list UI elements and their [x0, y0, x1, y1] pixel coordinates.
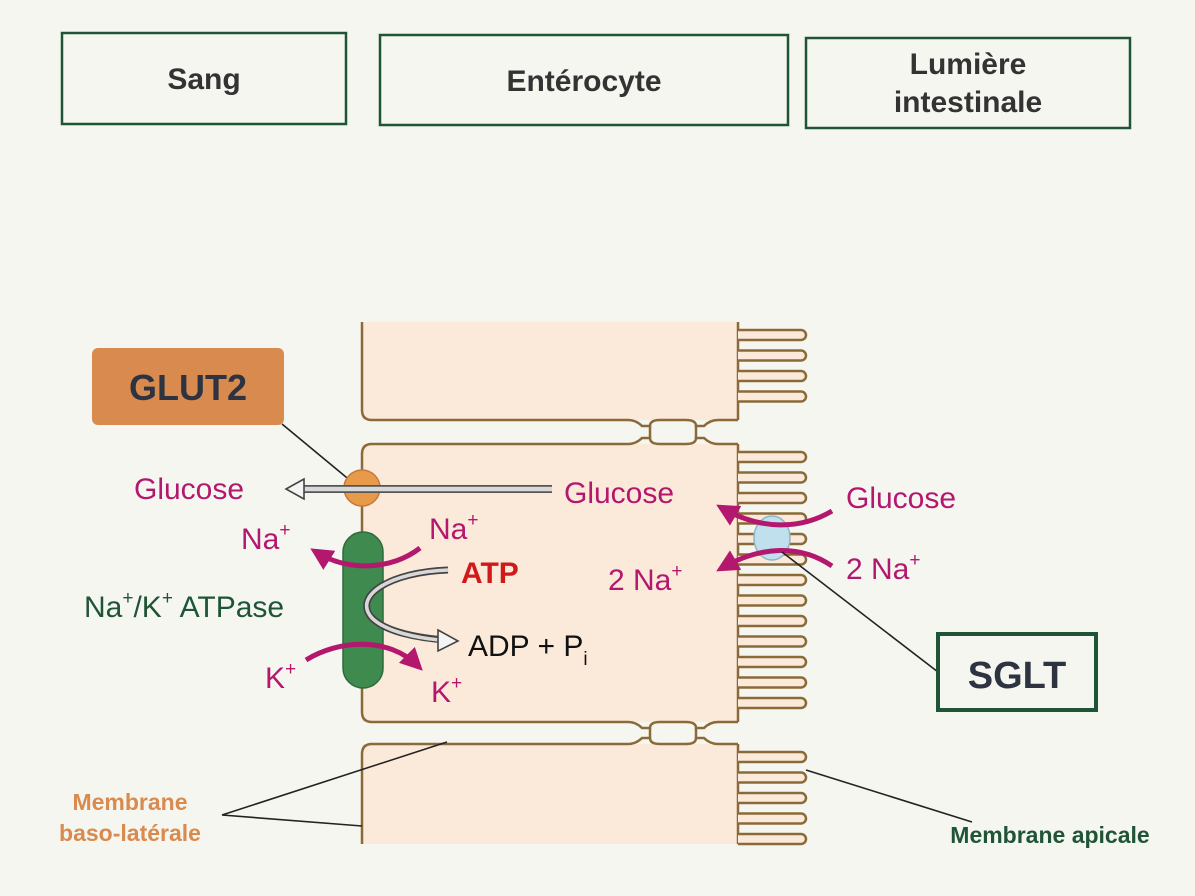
microvillus — [738, 791, 808, 805]
microvillus — [738, 750, 808, 764]
cell-top — [362, 322, 738, 420]
two-na-lumen-label: 2 Na+ — [846, 550, 920, 586]
header-enterocyte: Entérocyte — [506, 65, 661, 98]
microvillus — [738, 450, 808, 464]
header-sang: Sang — [167, 63, 240, 96]
microvillus — [738, 594, 808, 607]
header-box-lumiere — [804, 36, 1132, 130]
header-box-sang — [60, 31, 348, 126]
atp-label: ATP — [461, 557, 519, 590]
na-cell-label: Na+ — [429, 510, 478, 546]
microvillus — [738, 696, 808, 710]
microvillus — [738, 655, 808, 669]
microvillus — [738, 471, 808, 484]
baso-label-line1: Membrane — [72, 789, 187, 815]
header-box-enterocyte — [378, 33, 790, 127]
apical-pointer — [805, 769, 973, 823]
sglt-box — [936, 632, 1098, 712]
microvillus — [738, 771, 808, 784]
baso-label-line2: baso-latérale — [59, 820, 201, 846]
na-blood-label: Na+ — [241, 520, 290, 556]
glut2-box — [92, 348, 284, 425]
microvillus — [738, 812, 808, 825]
microvillus — [738, 676, 808, 689]
microvillus — [738, 491, 808, 505]
k-influx-arrow — [304, 641, 423, 671]
sglt-pointer — [781, 551, 939, 673]
microvillus — [738, 369, 808, 383]
microvillus — [738, 635, 808, 648]
tight-junctions — [627, 418, 738, 746]
sglt-na-arrow — [716, 548, 834, 572]
apical-membrane — [736, 322, 808, 846]
sglt-label: SGLT — [968, 655, 1067, 697]
baso-pointer-2 — [221, 814, 363, 827]
glut2-label: GLUT2 — [129, 367, 247, 408]
k-blood-label: K+ — [265, 659, 296, 695]
na-efflux-arrow — [310, 546, 422, 570]
adp-label: ADP + Pi — [468, 630, 588, 670]
na-k-pump — [342, 531, 384, 689]
apical-label: Membrane apicale — [950, 822, 1149, 848]
k-cell-label: K+ — [431, 673, 462, 709]
na-k-atpase-label: Na+/K+ ATPase — [84, 588, 284, 624]
microvillus — [738, 349, 808, 362]
microvillus — [738, 832, 808, 846]
microvillus — [738, 328, 808, 342]
microvillus — [738, 614, 808, 628]
microvillus — [738, 390, 808, 403]
cell-bottom — [362, 744, 738, 844]
glucose-cell-label: Glucose — [564, 477, 674, 510]
microvillus — [738, 573, 808, 587]
two-na-cell-label: 2 Na+ — [608, 561, 682, 597]
sglt-glucose-arrow — [716, 504, 834, 528]
glucose-blood-label: Glucose — [134, 473, 244, 506]
glut2-pointer — [281, 423, 353, 483]
cell-bodies — [362, 322, 738, 844]
glucose-lumen-label: Glucose — [846, 482, 956, 515]
baso-pointer-1 — [221, 741, 448, 816]
header-lumiere-line2: intestinale — [894, 86, 1042, 119]
header-lumiere-line1: Lumière — [910, 48, 1027, 81]
